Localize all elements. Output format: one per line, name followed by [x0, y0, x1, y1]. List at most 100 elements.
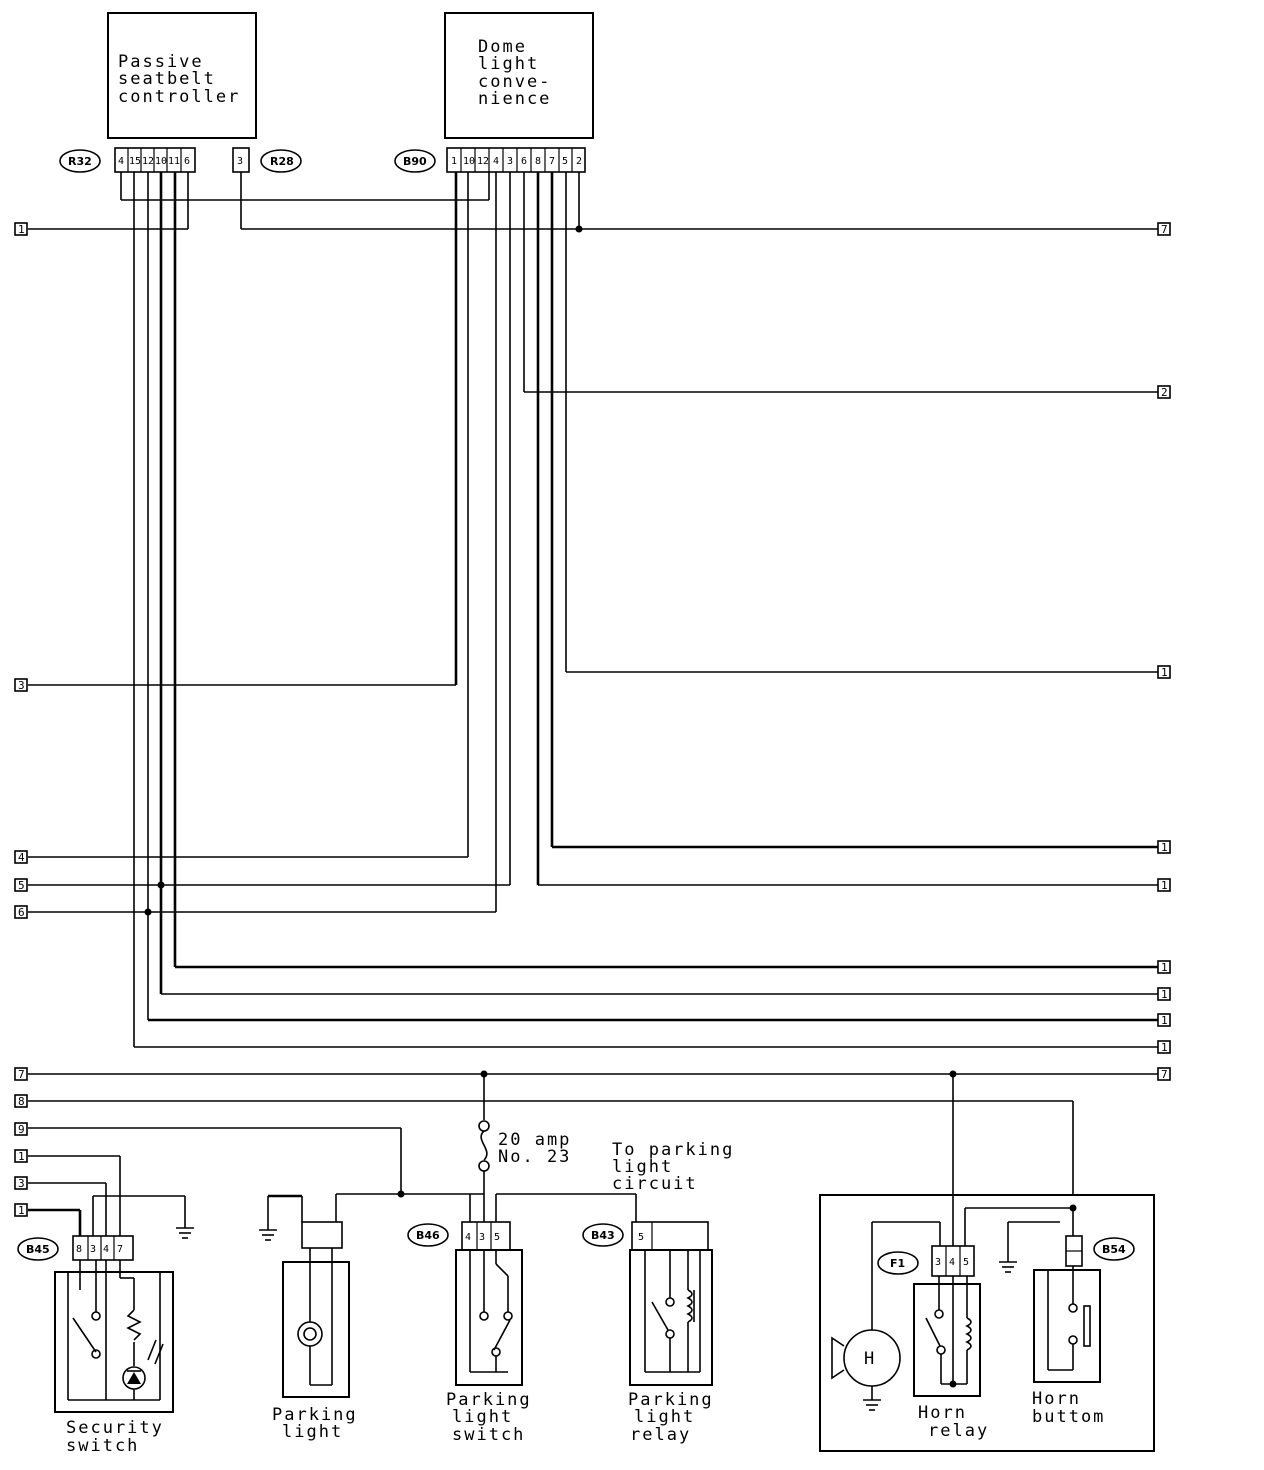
- pin-label: 5: [963, 1257, 969, 1268]
- component-label: relay: [630, 1425, 691, 1445]
- svg-text:3: 3: [18, 679, 25, 692]
- svg-text:B43: B43: [591, 1229, 615, 1242]
- svg-text:1: 1: [18, 1150, 25, 1163]
- pin-label: 7: [549, 156, 555, 167]
- component-label: relay: [928, 1421, 989, 1441]
- pin-label: 15: [129, 156, 141, 167]
- component-label: switch: [452, 1425, 525, 1445]
- component-label: Parking: [446, 1390, 532, 1410]
- pin-label: 6: [521, 156, 527, 167]
- pin-label: 4: [103, 1244, 109, 1255]
- b90-tag: B90: [394, 149, 436, 173]
- svg-text:1: 1: [18, 223, 25, 236]
- svg-text:1: 1: [1161, 841, 1168, 854]
- component-label: Parking: [272, 1405, 358, 1425]
- component-label: conve-: [478, 72, 551, 92]
- parking-light-switch: 4 3 5 B46 Parking light switch: [407, 1193, 636, 1445]
- svg-text:7: 7: [1161, 1068, 1168, 1081]
- pin-label: 10: [463, 156, 475, 167]
- svg-text:1: 1: [1161, 879, 1168, 892]
- horn-circuit: 3 4 5 F1 H Horn relay: [819, 1074, 1155, 1452]
- svg-text:2: 2: [1161, 386, 1168, 399]
- svg-text:R28: R28: [270, 155, 294, 168]
- b90-connector: 1 10 12 4 3 6 8 7 5 2: [446, 147, 586, 173]
- pin-label: 12: [477, 156, 489, 167]
- pin-label: 4: [493, 156, 499, 167]
- pin-label: 5: [638, 1232, 644, 1243]
- svg-text:R32: R32: [68, 155, 92, 168]
- component-label: buttom: [1032, 1407, 1105, 1427]
- component-label: Parking: [628, 1390, 714, 1410]
- note-label: light: [612, 1157, 673, 1177]
- component-label: nience: [478, 89, 551, 109]
- pin-label: 8: [76, 1244, 82, 1255]
- security-switch: 8 3 4 7 B45 Security switch: [17, 1155, 194, 1456]
- left-terminals: 1 3 4 5 6 7 8 9 1 3 1: [14, 222, 28, 1217]
- component-label: light: [282, 1422, 343, 1442]
- svg-text:1: 1: [1161, 988, 1168, 1001]
- pin-label: 11: [168, 156, 180, 167]
- svg-text:6: 6: [18, 906, 25, 919]
- parking-light: Parking light: [259, 1193, 484, 1442]
- svg-text:1: 1: [18, 1204, 25, 1217]
- svg-text:B45: B45: [26, 1243, 50, 1256]
- pin-label: 12: [142, 156, 154, 167]
- pin-label: 4: [465, 1232, 471, 1243]
- svg-text:F1: F1: [890, 1257, 905, 1270]
- passive-seatbelt-controller: Passive seatbelt controller: [107, 12, 257, 139]
- svg-text:4: 4: [18, 851, 25, 864]
- svg-text:3: 3: [18, 1177, 25, 1190]
- pin-label: 8: [535, 156, 541, 167]
- component-label: light: [452, 1407, 513, 1427]
- pin-label: 3: [507, 156, 513, 167]
- svg-text:B90: B90: [403, 155, 427, 168]
- pin-label: 1: [451, 156, 457, 167]
- pin-label: 3: [90, 1244, 96, 1255]
- svg-text:1: 1: [1161, 666, 1168, 679]
- svg-text:7: 7: [1161, 223, 1168, 236]
- note-label: circuit: [612, 1174, 698, 1194]
- component-label: Passive: [118, 52, 204, 72]
- pin-label: 5: [562, 156, 568, 167]
- r32-tag: R32: [59, 149, 101, 173]
- pin-label: 2: [576, 156, 582, 167]
- svg-text:9: 9: [18, 1123, 25, 1136]
- component-label: Dome: [478, 37, 527, 57]
- svg-text:1: 1: [1161, 961, 1168, 974]
- pin-label: 4: [949, 1257, 955, 1268]
- pin-label: 10: [155, 156, 167, 167]
- right-terminals: 7 2 1 1 1 1 1 1 1 7: [1157, 222, 1171, 1081]
- component-label: seatbelt: [118, 69, 216, 89]
- component-label: Horn: [918, 1403, 967, 1423]
- pin-label: 4: [118, 156, 124, 167]
- svg-text:B54: B54: [1102, 1243, 1126, 1256]
- component-label: light: [634, 1407, 695, 1427]
- horn-symbol: H: [864, 1349, 876, 1369]
- pin-label: 5: [494, 1232, 500, 1243]
- svg-text:7: 7: [18, 1068, 25, 1081]
- fuse-20amp: 20 amp No. 23: [478, 1074, 571, 1222]
- pin-label: 3: [935, 1257, 941, 1268]
- r28-connector: 3: [232, 147, 250, 173]
- pin-label: 6: [184, 156, 190, 167]
- component-label: Horn: [1032, 1389, 1081, 1409]
- component-label: Security: [66, 1418, 164, 1438]
- svg-text:8: 8: [18, 1095, 25, 1108]
- svg-text:1: 1: [1161, 1014, 1168, 1027]
- svg-text:B46: B46: [416, 1229, 440, 1242]
- svg-text:5: 5: [18, 879, 25, 892]
- component-label: light: [478, 54, 539, 74]
- component-label: controller: [118, 87, 240, 107]
- component-label: switch: [66, 1436, 139, 1456]
- pin-label: 7: [117, 1244, 123, 1255]
- parking-light-relay: To parking light circuit 5 B43 Parking l…: [582, 1140, 734, 1445]
- pin-label: 3: [479, 1232, 485, 1243]
- r28-tag: R28: [260, 149, 302, 173]
- svg-text:1: 1: [1161, 1041, 1168, 1054]
- note-label: To parking: [612, 1140, 734, 1160]
- r32-connector: 4 15 12 10 11 6: [114, 147, 196, 173]
- dome-light-convenience: Dome light conve- nience: [444, 12, 594, 139]
- fuse-label: 20 amp: [498, 1130, 571, 1150]
- pin-label: 3: [237, 156, 243, 167]
